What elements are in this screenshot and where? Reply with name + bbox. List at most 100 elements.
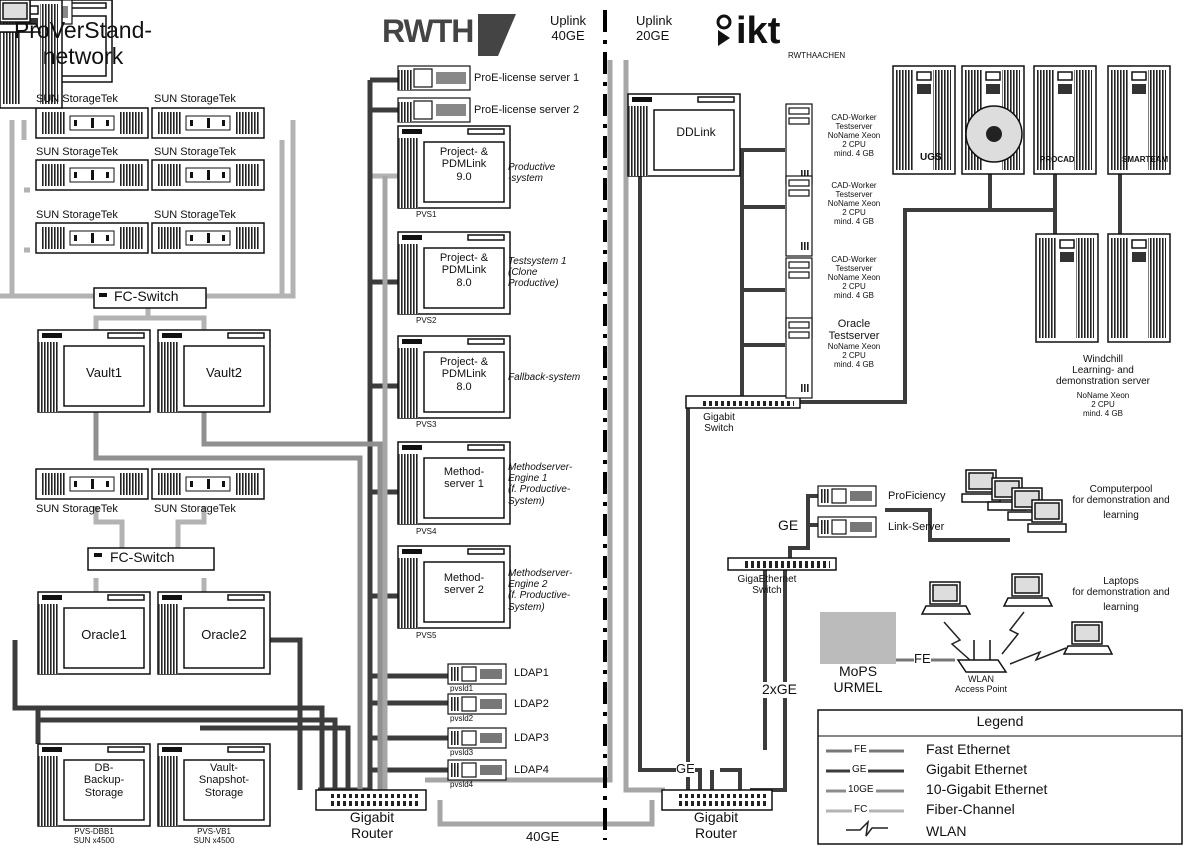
windchill-label: Windchill Learning- and demonstration se… [1048,354,1158,388]
pvs4-desc: Methodserver- Engine 1 (f. Productive- S… [508,462,572,507]
router-cases [315,789,773,811]
laptops-line-2: for demonstration and [1072,587,1170,599]
legend-box [817,709,1183,845]
pvs2-box-line-2: PDMLink [441,264,487,277]
pvs3-box-line-3: 8.0 [456,380,472,393]
windchill-spec-1: NoName Xeon [1076,391,1130,400]
storagetek-label-7: SUN StorageTek [36,503,118,515]
pvs2-desc-line-3: Productive) [508,278,559,290]
ten-gigabit-links-left [93,60,665,827]
vault2-label: Vault2 [206,365,242,380]
cad1-line-4: 2 CPU [842,139,866,149]
legend-label-ge: Gigabit Ethernet [926,761,1028,777]
laptops-line-1: Laptops [1103,576,1139,587]
gigaethernet-line-2: Switch [752,585,782,597]
oracle-test-line-2: Testserver [828,330,880,343]
title-line-2: network [42,42,124,69]
ikt-logo-mark [716,14,732,46]
pvs2-desc-line-1: Testsystem 1 [508,256,567,267]
cad2-line-1: CAD-Worker [831,181,877,190]
ldap2-label: LDAP2 [514,698,549,710]
laptops-line-3: learning [1103,602,1139,614]
cad-worker-1-label: CAD-Worker Testserver NoName Xeon 2 CPU … [818,113,890,159]
cad3-line-2: Testserver [835,263,873,273]
vault-snapshot-caption-1: PVS-VB1 [197,827,231,836]
pvs5-desc-line-4: System) [508,601,545,613]
cad2-line-2: Testserver [835,189,873,199]
ldap3-label: LDAP3 [514,732,549,744]
wlan-ap-label: WLAN Access Point [946,674,1016,694]
storagetek-label-8: SUN StorageTek [154,503,236,515]
vault1-label: Vault1 [86,365,122,380]
uplink-left-line-2: 40GE [551,27,585,43]
pvs2-box-line-1: Project- & [439,252,489,264]
pvs5-box-line-2: server 2 [444,584,484,597]
cad3-line-3: NoName Xeon [827,272,881,282]
cad-worker-3-label: CAD-Worker Testserver NoName Xeon 2 CPU … [818,255,890,301]
link-40ge-label: 40GE [526,829,560,844]
link-ge-router-label: GE [676,761,695,777]
ikt-logo-sub: RWTHAACHEN [788,51,846,60]
uplink-right-line-2: 20GE [636,27,670,43]
license-server-1-label: ProE-license server 1 [474,72,580,84]
uplink-left: Uplink 40GE [540,13,596,43]
title-line-1: ProVerStand- [13,17,153,43]
router-right-line-1: Gigabit [693,809,739,825]
cad3-line-1: CAD-Worker [831,255,877,264]
mops-line-2: URMEL [833,678,883,695]
wlan-links [943,611,1067,665]
cad1-line-2: Testserver [835,121,873,131]
windchill-line-3: demonstration server [1056,376,1150,388]
legend-label-10ge: 10-Gigabit Ethernet [926,781,1048,797]
oracle2-label: Oracle2 [201,627,247,642]
windchill-line-1: Windchill [1082,354,1123,365]
storagetek-label-1: SUN StorageTek [36,93,118,105]
switch-cases [685,395,837,571]
gigabit-router-right-label: Gigabit Router [676,809,756,841]
ldap2-host: pvsld2 [450,714,474,723]
license-server-2-label: ProE-license server 2 [474,104,580,116]
db-backup-caption-2: SUN x4500 [73,835,115,845]
pvs5-name: PVS5 [416,631,437,640]
pvs5-desc-line-1: Methodserver- [508,568,573,579]
vault-snapshot-line-1: Vault- [210,762,238,774]
oracle-test-line-1: Oracle [837,318,871,330]
cad3-line-5: mind. 4 GB [833,290,874,300]
db-backup-line-3: Storage [84,786,124,799]
storagetek-label-4: SUN StorageTek [154,146,236,158]
pvs1-box-line-1: Project- & [439,146,489,158]
router-right-line-2: Router [694,824,738,841]
fc-switches [87,287,215,571]
windchill-spec-2: 2 CPU [1091,399,1115,409]
gigabit-router-left-label: Gigabit Router [332,809,412,841]
pvs3-box-line-1: Project- & [439,356,489,368]
fiber-channel-links [0,120,398,596]
pvs5-box-line-1: Method- [443,572,485,584]
pvs4-desc-line-3: (f. Productive- [508,484,571,496]
oracle-test-line-5: mind. 4 GB [833,359,874,369]
pvs4-desc-line-4: System) [508,495,545,507]
fe-label: FE [914,651,931,667]
mops-label: MoPS URMEL [820,663,896,695]
db-backup-caption-1: PVS-DBB1 [74,827,114,836]
windchill-spec-3: mind. 4 GB [1082,408,1123,418]
pvs5-desc-line-2: Engine 2 [508,579,548,591]
oracle1-label: Oracle1 [81,627,127,642]
cad2-line-3: NoName Xeon [827,198,881,208]
gigabit-switch-line-2: Switch [704,423,734,435]
oracle-test-line-3: NoName Xeon [827,341,881,351]
oracle-test-line-4: 2 CPU [842,350,866,360]
pvs1-desc: Productive -system [508,162,555,184]
db-backup-line-2: Backup- [83,774,125,787]
ldap1-label: LDAP1 [514,667,549,679]
legend-tag-10ge: 10GE [846,784,876,796]
laptops [0,0,1113,655]
pvs2-box-label: Project- & PDMLink 8.0 [424,252,504,289]
storagetek-label-3: SUN StorageTek [36,146,118,158]
storagetek-label-6: SUN StorageTek [154,209,236,221]
brand-smarteam: SMARTEAM [1122,155,1169,164]
fc-switch-1-label: FC-Switch [114,288,179,304]
computerpool-line-2: for demonstration and [1072,495,1170,507]
storagetek-label-5: SUN StorageTek [36,209,118,221]
